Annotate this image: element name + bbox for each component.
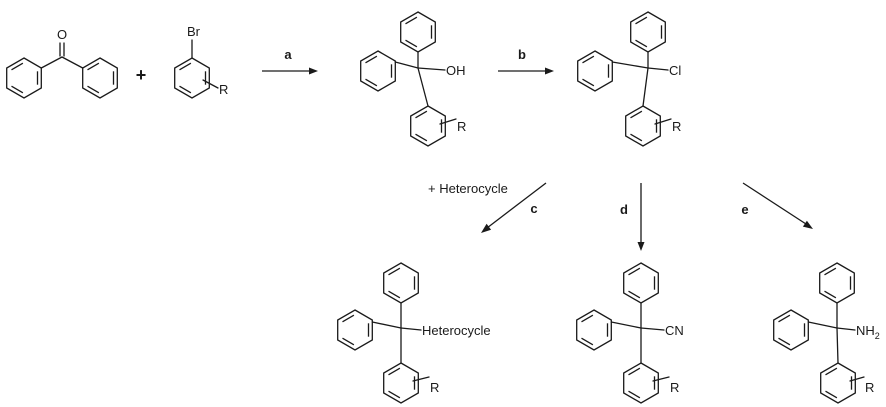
nitrile-ring-bottom	[623, 362, 659, 404]
aryl-bromide: Br R	[174, 24, 228, 99]
arrow-step-c: c + Heterocycle	[428, 181, 547, 233]
chloride-ring-bottom	[625, 105, 661, 147]
alcohol-ring-left	[360, 50, 396, 92]
nitrile-bond	[610, 321, 642, 329]
amine-label: NH2	[856, 323, 880, 341]
benzophenone: O	[6, 27, 118, 99]
r-substituent-bond	[202, 79, 219, 89]
chlorine-label: Cl	[669, 63, 681, 78]
benzophenone-ring-left	[6, 57, 42, 99]
amine-bond	[807, 321, 838, 329]
nitrile-ring-left	[576, 309, 612, 351]
plus-sign: +	[136, 65, 147, 85]
chloride-bond	[642, 67, 649, 107]
amine-nh: NH	[856, 323, 875, 338]
heterocycle-ring-left	[337, 309, 373, 351]
chloride-ring-left	[577, 50, 613, 92]
amine-ring-top	[819, 262, 855, 304]
alcohol-bond	[394, 61, 419, 69]
amine-ring-bottom	[820, 362, 856, 404]
triarylmethanol: OH R	[360, 11, 466, 147]
chloride-ring-top	[630, 11, 666, 53]
amine-r-label: R	[865, 380, 874, 395]
amine-product: NH2 R	[773, 262, 880, 404]
alcohol-ring-top	[400, 11, 436, 53]
r-substituent-bond	[654, 118, 672, 125]
hydroxyl-label: OH	[446, 63, 466, 78]
benzophenone-ring-right	[82, 57, 118, 99]
r-substituent-bond	[412, 376, 430, 382]
oxygen-label: O	[57, 27, 67, 42]
step-a-label: a	[284, 47, 292, 62]
nitrile-r-label: R	[670, 380, 679, 395]
aryl-bromide-r-label: R	[219, 82, 228, 97]
r-substituent-bond	[439, 118, 457, 125]
heterocycle-product: Heterocycle R	[337, 262, 491, 404]
c-oh-bond	[417, 67, 446, 71]
aryl-bromide-ring	[174, 57, 210, 99]
step-c-reagent: + Heterocycle	[428, 181, 508, 196]
arrow-step-d: d	[620, 183, 645, 251]
r-substituent-bond	[652, 376, 670, 382]
nitrile-label: CN	[665, 323, 684, 338]
bromine-label: Br	[187, 24, 201, 39]
triarylmethyl-chloride: Cl R	[577, 11, 681, 147]
c-cn-bond	[640, 327, 665, 331]
c-cl-bond	[647, 67, 669, 71]
heterocycle-bond	[371, 321, 402, 329]
arrow-step-a: a	[262, 47, 318, 75]
heterocycle-r-label: R	[430, 380, 439, 395]
chloride-r-label: R	[672, 119, 681, 134]
alcohol-ring-bottom	[410, 105, 446, 147]
arrow-step-e: e	[741, 182, 813, 229]
c-n-bond	[836, 327, 856, 331]
step-b-label: b	[518, 47, 526, 62]
amine-bond	[836, 327, 839, 364]
step-e-label: e	[741, 202, 748, 217]
benzophenone-bond	[40, 56, 63, 69]
chloride-bond	[611, 61, 649, 69]
alcohol-r-label: R	[457, 119, 466, 134]
benzophenone-bond	[61, 56, 84, 69]
nitrile-ring-top	[623, 262, 659, 304]
step-d-label: d	[620, 202, 628, 217]
amine-subscript: 2	[875, 331, 880, 341]
arrow-step-b: b	[498, 47, 554, 75]
heterocycle-ring-top	[383, 262, 419, 304]
heterocycle-group-label: Heterocycle	[422, 323, 491, 338]
r-substituent-bond	[849, 376, 865, 382]
nitrile-product: CN R	[576, 262, 684, 404]
heterocycle-ring-bottom	[383, 362, 419, 404]
step-c-label: c	[530, 201, 537, 216]
c-heterocycle-bond	[400, 327, 422, 331]
amine-ring-left	[773, 309, 809, 351]
alcohol-bond	[417, 67, 429, 107]
